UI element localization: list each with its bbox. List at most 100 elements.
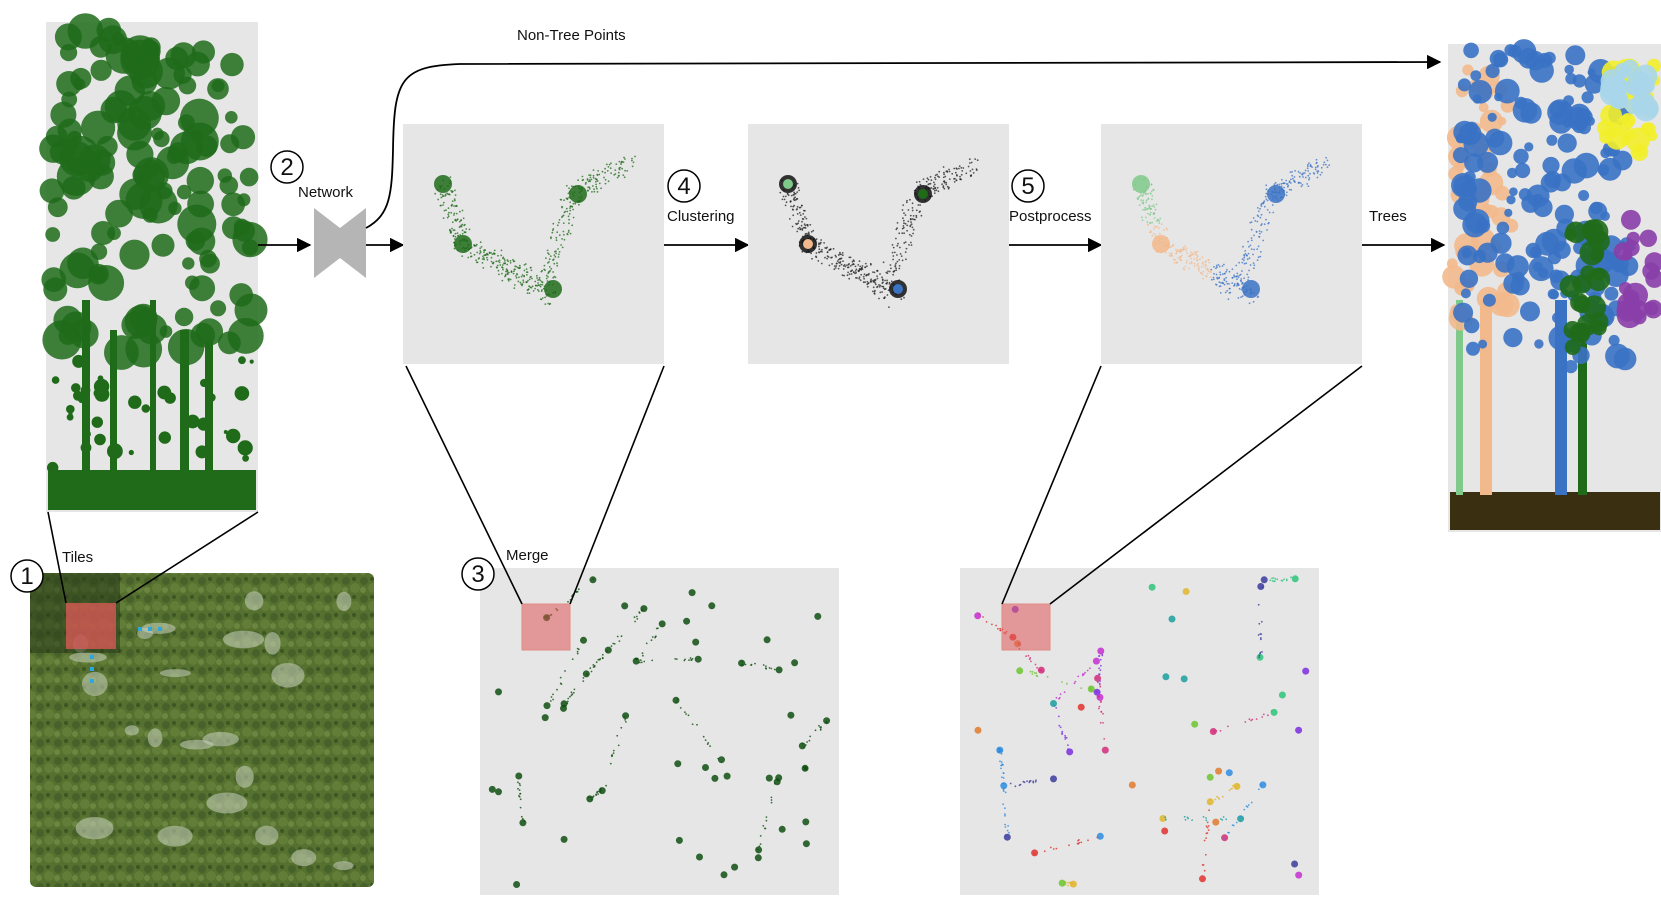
offset-point [450,189,452,192]
offset-point [543,264,546,267]
map-point [1098,705,1101,708]
offset-point [1190,251,1192,254]
map-cluster [621,602,629,610]
offset-point [1183,268,1186,271]
map-point [1207,829,1210,831]
offset-point [499,264,502,266]
map-point [1034,663,1037,666]
offset-point [588,188,591,190]
offset-point [552,259,554,261]
non-tree-points-label: Non-Tree Points [517,27,626,44]
offset-point [878,297,880,300]
merged-offset-map [488,576,831,888]
offset-point [1152,204,1155,206]
map-point [1029,779,1032,782]
offset-point [1265,218,1267,221]
offset-point [1193,258,1196,260]
offset-point [922,178,925,181]
map-cluster [1233,782,1241,790]
offset-point [874,283,877,286]
map-point [1014,785,1017,788]
offset-point [476,261,479,264]
offset-point [1319,173,1322,176]
cluster-center [918,189,928,199]
offset-point [849,265,852,267]
offset-point [934,174,937,177]
offset-point [918,211,921,214]
foliage-blob [66,404,75,414]
offset-point [1258,235,1260,238]
segmented-foliage [1453,302,1474,323]
foliage-blob [223,430,228,434]
offset-point [557,221,560,224]
map-cluster [519,819,527,827]
tree-trunk [150,300,156,480]
map-point [520,815,523,818]
map-cluster [1000,782,1008,790]
offset-point [504,262,506,264]
segmented-foliage [1645,301,1659,316]
offset-point [453,198,456,201]
map-point [518,795,520,797]
clustering-label: Clustering [667,208,735,225]
offset-point [854,270,857,272]
offset-point [523,264,526,266]
offset-point [1260,205,1263,208]
offset-point [446,216,449,219]
offset-point [591,191,593,193]
offset-point [806,223,809,226]
offset-point [1306,183,1308,185]
offset-point [1302,172,1305,175]
foliage-blob [167,328,205,366]
offset-point [885,271,888,274]
map-point [1239,816,1242,818]
offset-point [566,210,569,213]
offset-point [779,191,782,194]
offset-point [604,182,607,185]
segmented-foliage [1589,248,1603,262]
tile-dot [148,627,152,631]
offset-point [943,180,946,183]
offset-point [497,269,500,272]
segmented-foliage [1547,288,1559,300]
offset-point [1153,228,1155,230]
offset-point [563,238,566,241]
offset-point [799,228,802,231]
segmented-foliage [1591,320,1607,336]
offset-point [487,253,489,256]
offset-point [1307,170,1310,172]
segmented-foliage [1524,142,1534,152]
map-point [1036,666,1038,669]
offset-point [563,233,565,236]
offset-point [1236,275,1239,277]
segmented-foliage [1547,99,1573,126]
offset-point [790,194,793,197]
offset-point [838,265,841,267]
canopy-gap [157,825,193,847]
offset-point [1328,164,1331,167]
canopy-gap [124,725,139,736]
map-cluster [974,612,982,620]
map-point [1258,654,1261,657]
map-point [1281,579,1284,582]
segmented-foliage [1565,45,1586,66]
offset-point [884,279,886,282]
offset-point [1246,258,1249,261]
offset-point [505,268,508,271]
map-point [601,657,604,660]
offset-point [920,214,923,217]
foliage-blob [153,57,186,90]
offset-point [834,254,837,257]
offset-point [859,279,862,282]
offset-point [1202,265,1205,267]
foliage-blob [69,319,99,349]
map-point [1221,795,1224,798]
offset-point [447,215,450,218]
offset-point [863,277,865,280]
offset-point [607,166,610,168]
map-cluster [718,756,725,764]
offset-point [1163,229,1165,232]
map-cluster [1291,860,1299,868]
offset-point [1258,230,1261,233]
offset-point [797,220,800,222]
